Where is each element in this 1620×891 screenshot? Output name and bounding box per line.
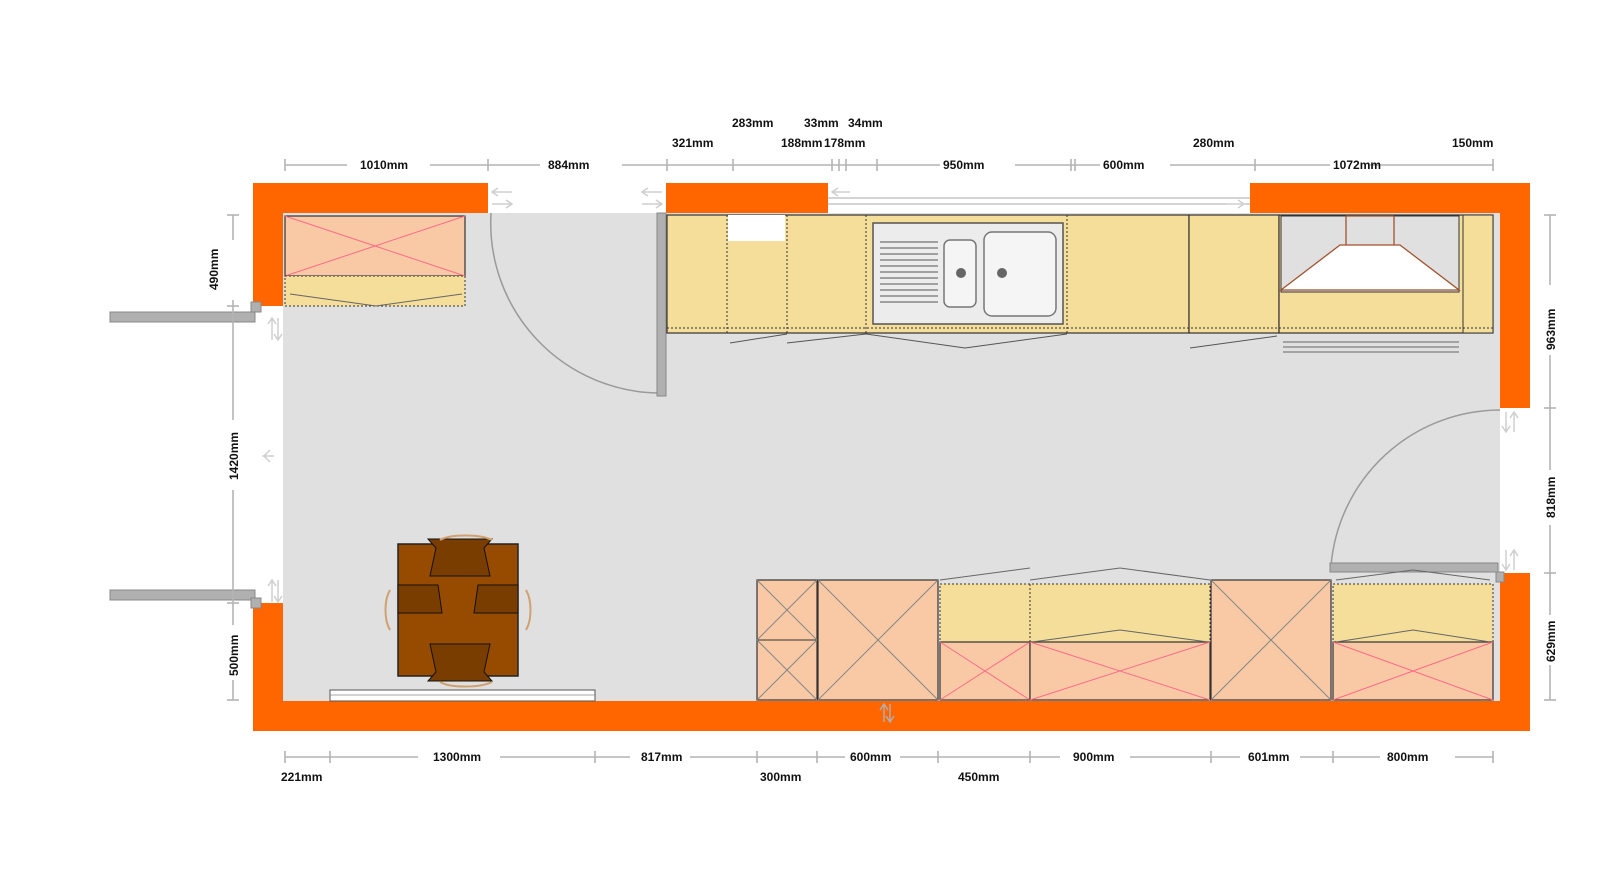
chair-top bbox=[426, 538, 494, 577]
dim-top-1072: 1072mm bbox=[1333, 158, 1381, 172]
dim-top-188: 188mm bbox=[781, 136, 822, 150]
left-door-post-top bbox=[250, 301, 262, 313]
dim-top-280: 280mm bbox=[1193, 136, 1234, 150]
chair-left bbox=[397, 584, 443, 614]
dim-top-178: 178mm bbox=[824, 136, 865, 150]
sink-large-bowl bbox=[983, 231, 1057, 317]
left-dimension-lines bbox=[227, 214, 239, 701]
left-door-panel-top bbox=[109, 311, 256, 323]
dim-bottom-300: 300mm bbox=[760, 770, 801, 784]
dim-top-150: 150mm bbox=[1452, 136, 1493, 150]
dim-bottom-450: 450mm bbox=[958, 770, 999, 784]
dishwasher-slot bbox=[728, 215, 785, 241]
top-door-arrow-icon bbox=[490, 187, 664, 209]
dim-top-34: 34mm bbox=[848, 116, 883, 130]
dim-top-321: 321mm bbox=[672, 136, 713, 150]
dim-bottom-817: 817mm bbox=[641, 750, 682, 764]
top-left-cabinet bbox=[284, 215, 466, 307]
right-door-leaf bbox=[1329, 562, 1499, 573]
dim-top-600: 600mm bbox=[1103, 158, 1144, 172]
sink-drain-icon bbox=[956, 268, 966, 278]
dim-top-33: 33mm bbox=[804, 116, 839, 130]
top-door-opening bbox=[488, 183, 666, 213]
bench bbox=[329, 689, 596, 702]
dim-bottom-600: 600mm bbox=[850, 750, 891, 764]
dim-right-629: 629mm bbox=[1544, 621, 1558, 662]
dining-table bbox=[384, 534, 532, 688]
dim-top-283: 283mm bbox=[732, 116, 773, 130]
dim-right-818: 818mm bbox=[1544, 477, 1558, 518]
dim-top-1010: 1010mm bbox=[360, 158, 408, 172]
dim-left-490: 490mm bbox=[207, 249, 221, 290]
dim-top-950: 950mm bbox=[943, 158, 984, 172]
range-hood bbox=[1279, 215, 1461, 353]
right-door-post bbox=[1495, 571, 1505, 583]
right-door-opening bbox=[1500, 408, 1530, 573]
dim-left-1420: 1420mm bbox=[227, 432, 241, 480]
left-wall-opening bbox=[253, 306, 283, 603]
sink-drain-icon bbox=[997, 268, 1007, 278]
top-window-arrow-icon bbox=[830, 187, 1246, 209]
dim-bottom-900: 900mm bbox=[1073, 750, 1114, 764]
bottom-counter-run bbox=[756, 567, 1494, 701]
top-door-leaf bbox=[656, 212, 667, 397]
bottom-dimension-lines bbox=[284, 751, 1494, 763]
left-opening-arrow-icon bbox=[262, 316, 283, 604]
chair-bottom bbox=[426, 643, 494, 682]
right-door-arrow-icon bbox=[1501, 410, 1519, 572]
sink bbox=[872, 222, 1064, 325]
left-door-post-bottom bbox=[250, 597, 262, 609]
dim-bottom-221: 221mm bbox=[281, 770, 322, 784]
top-dimension-lines bbox=[284, 159, 1494, 171]
chair-right bbox=[473, 584, 519, 614]
dim-bottom-1300: 1300mm bbox=[433, 750, 481, 764]
dim-top-884: 884mm bbox=[548, 158, 589, 172]
top-door-swing-arc bbox=[489, 212, 661, 394]
dim-left-500: 500mm bbox=[227, 635, 241, 676]
right-door-swing-arc bbox=[1330, 409, 1501, 567]
bottom-wall-arrow-icon bbox=[879, 702, 895, 724]
left-door-panel-bottom bbox=[109, 589, 256, 601]
dim-bottom-800: 800mm bbox=[1387, 750, 1428, 764]
right-dimension-lines bbox=[1544, 214, 1556, 701]
dim-right-963: 963mm bbox=[1544, 309, 1558, 350]
dim-bottom-601: 601mm bbox=[1248, 750, 1289, 764]
